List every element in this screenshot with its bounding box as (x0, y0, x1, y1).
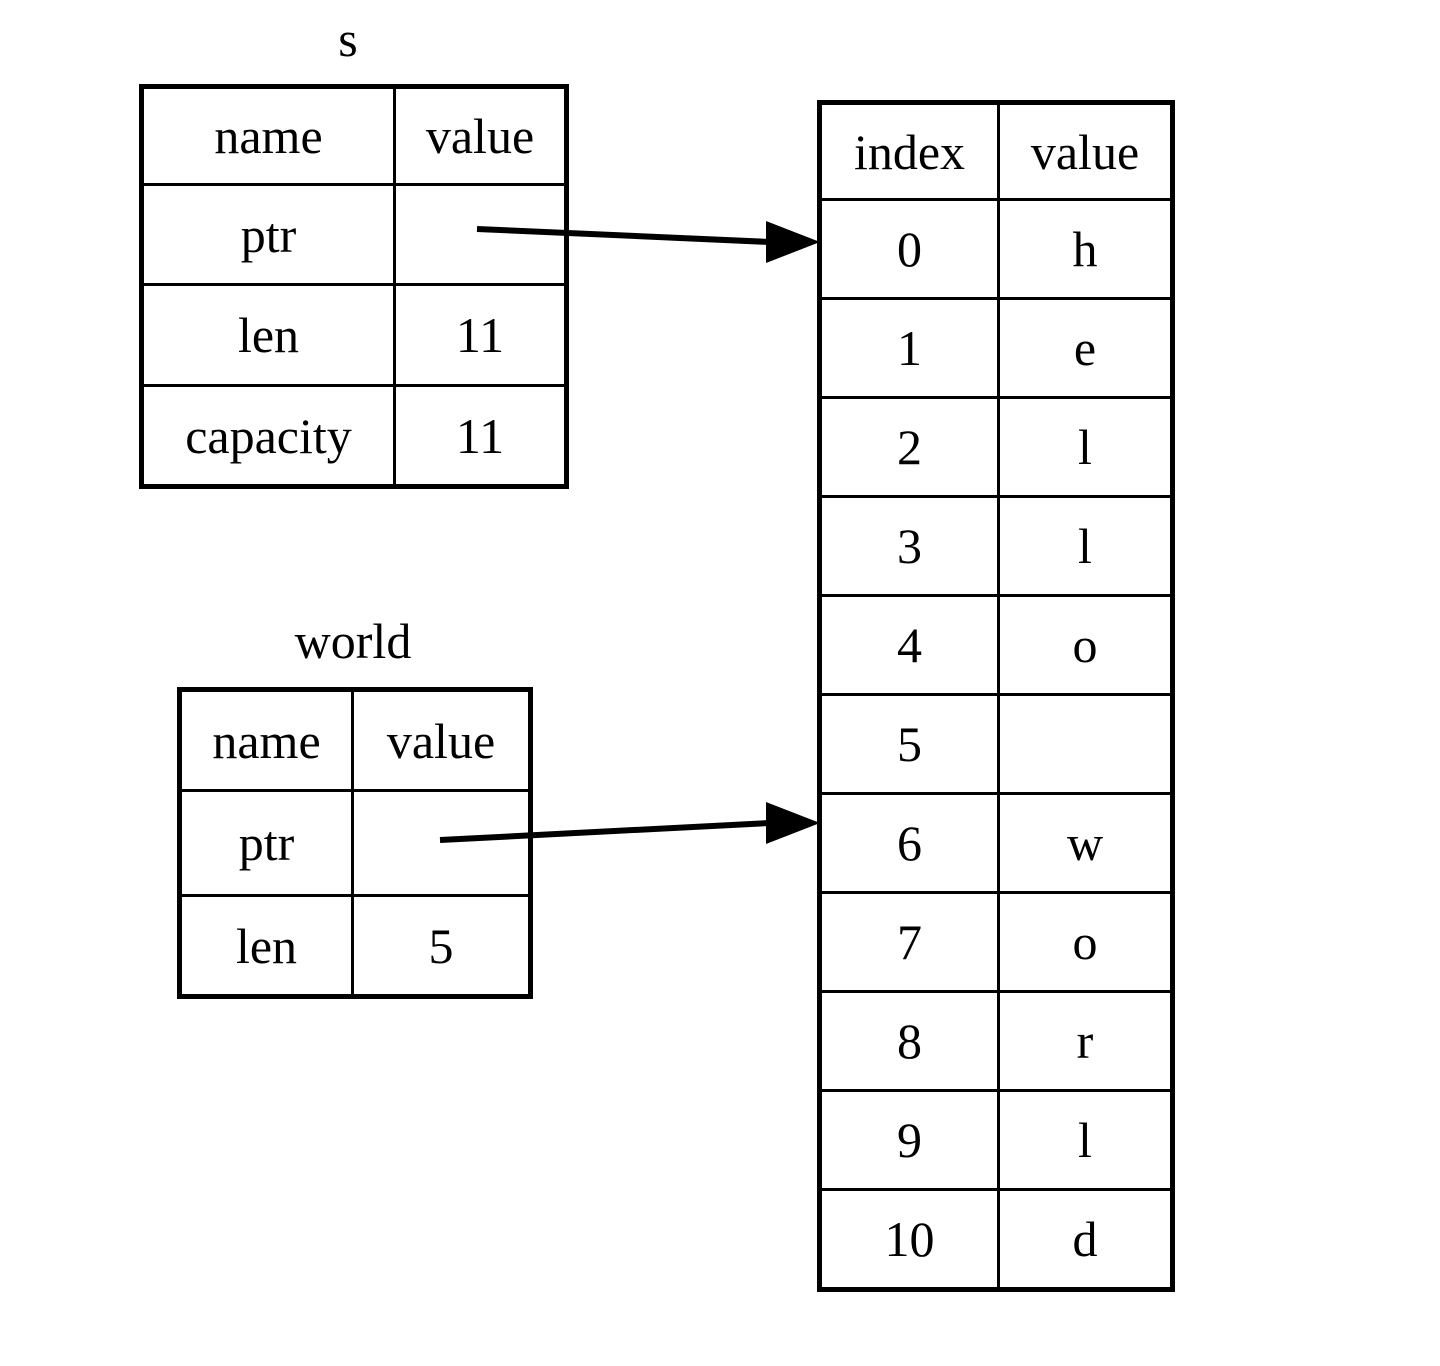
struct-world-title: world (294, 613, 412, 669)
table-row: len 11 (140, 283, 568, 387)
table-row: 6 w (818, 792, 1174, 894)
buffer-index-4: 4 (818, 594, 1000, 696)
struct-s-field-capacity-name: capacity (140, 384, 396, 488)
buffer-index-9: 9 (818, 1089, 1000, 1191)
buffer-value-8: r (997, 990, 1174, 1092)
struct-world-field-ptr-value (351, 789, 532, 897)
table-row: 1 e (818, 297, 1174, 399)
struct-world-field-len-value: 5 (351, 894, 532, 998)
table-row: 5 (818, 693, 1174, 795)
buffer-value-1: e (997, 297, 1174, 399)
buffer-index-0: 0 (818, 198, 1000, 300)
buffer-header-index: index (818, 101, 1000, 201)
buffer-value-3: l (997, 495, 1174, 597)
struct-table-world: name value ptr len 5 (177, 687, 533, 999)
buffer-header-value: value (997, 101, 1174, 201)
struct-s-field-len-name: len (140, 283, 396, 387)
table-row: 4 o (818, 594, 1174, 696)
struct-world-header-value: value (351, 688, 532, 792)
table-row: name value (178, 688, 532, 792)
buffer-index-6: 6 (818, 792, 1000, 894)
buffer-index-8: 8 (818, 990, 1000, 1092)
struct-table-s: name value ptr len 11 capacity 11 (139, 84, 569, 489)
table-row: name value (140, 85, 568, 186)
buffer-value-7: o (997, 891, 1174, 993)
buffer-value-5 (997, 693, 1174, 795)
struct-s-field-ptr-name: ptr (140, 183, 396, 286)
table-row: len 5 (178, 894, 532, 998)
buffer-index-10: 10 (818, 1188, 1000, 1291)
buffer-value-0: h (997, 198, 1174, 300)
table-row: capacity 11 (140, 384, 568, 488)
struct-world-field-len-name: len (178, 894, 354, 998)
buffer-table: index value 0 h 1 e 2 l 3 l 4 o (817, 100, 1175, 1292)
struct-s-title: s (338, 11, 358, 67)
struct-s-header-name: name (140, 85, 396, 186)
buffer-value-9: l (997, 1089, 1174, 1191)
struct-s-field-len-value: 11 (393, 283, 568, 387)
table-row: 7 o (818, 891, 1174, 993)
table-row: 10 d (818, 1188, 1174, 1291)
struct-s-header-value: value (393, 85, 568, 186)
table-row: 0 h (818, 198, 1174, 300)
table-row: 2 l (818, 396, 1174, 498)
buffer-index-1: 1 (818, 297, 1000, 399)
table-row: 9 l (818, 1089, 1174, 1191)
buffer-value-10: d (997, 1188, 1174, 1291)
buffer-value-2: l (997, 396, 1174, 498)
struct-s-field-ptr-value (393, 183, 568, 286)
table-row: ptr (140, 183, 568, 286)
buffer-value-6: w (997, 792, 1174, 894)
buffer-index-2: 2 (818, 396, 1000, 498)
struct-world-header-name: name (178, 688, 354, 792)
buffer-value-4: o (997, 594, 1174, 696)
table-row: 8 r (818, 990, 1174, 1092)
buffer-index-5: 5 (818, 693, 1000, 795)
table-row: index value (818, 101, 1174, 201)
buffer-index-7: 7 (818, 891, 1000, 993)
table-row: ptr (178, 789, 532, 897)
table-row: 3 l (818, 495, 1174, 597)
struct-world-field-ptr-name: ptr (178, 789, 354, 897)
struct-s-field-capacity-value: 11 (393, 384, 568, 488)
buffer-index-3: 3 (818, 495, 1000, 597)
